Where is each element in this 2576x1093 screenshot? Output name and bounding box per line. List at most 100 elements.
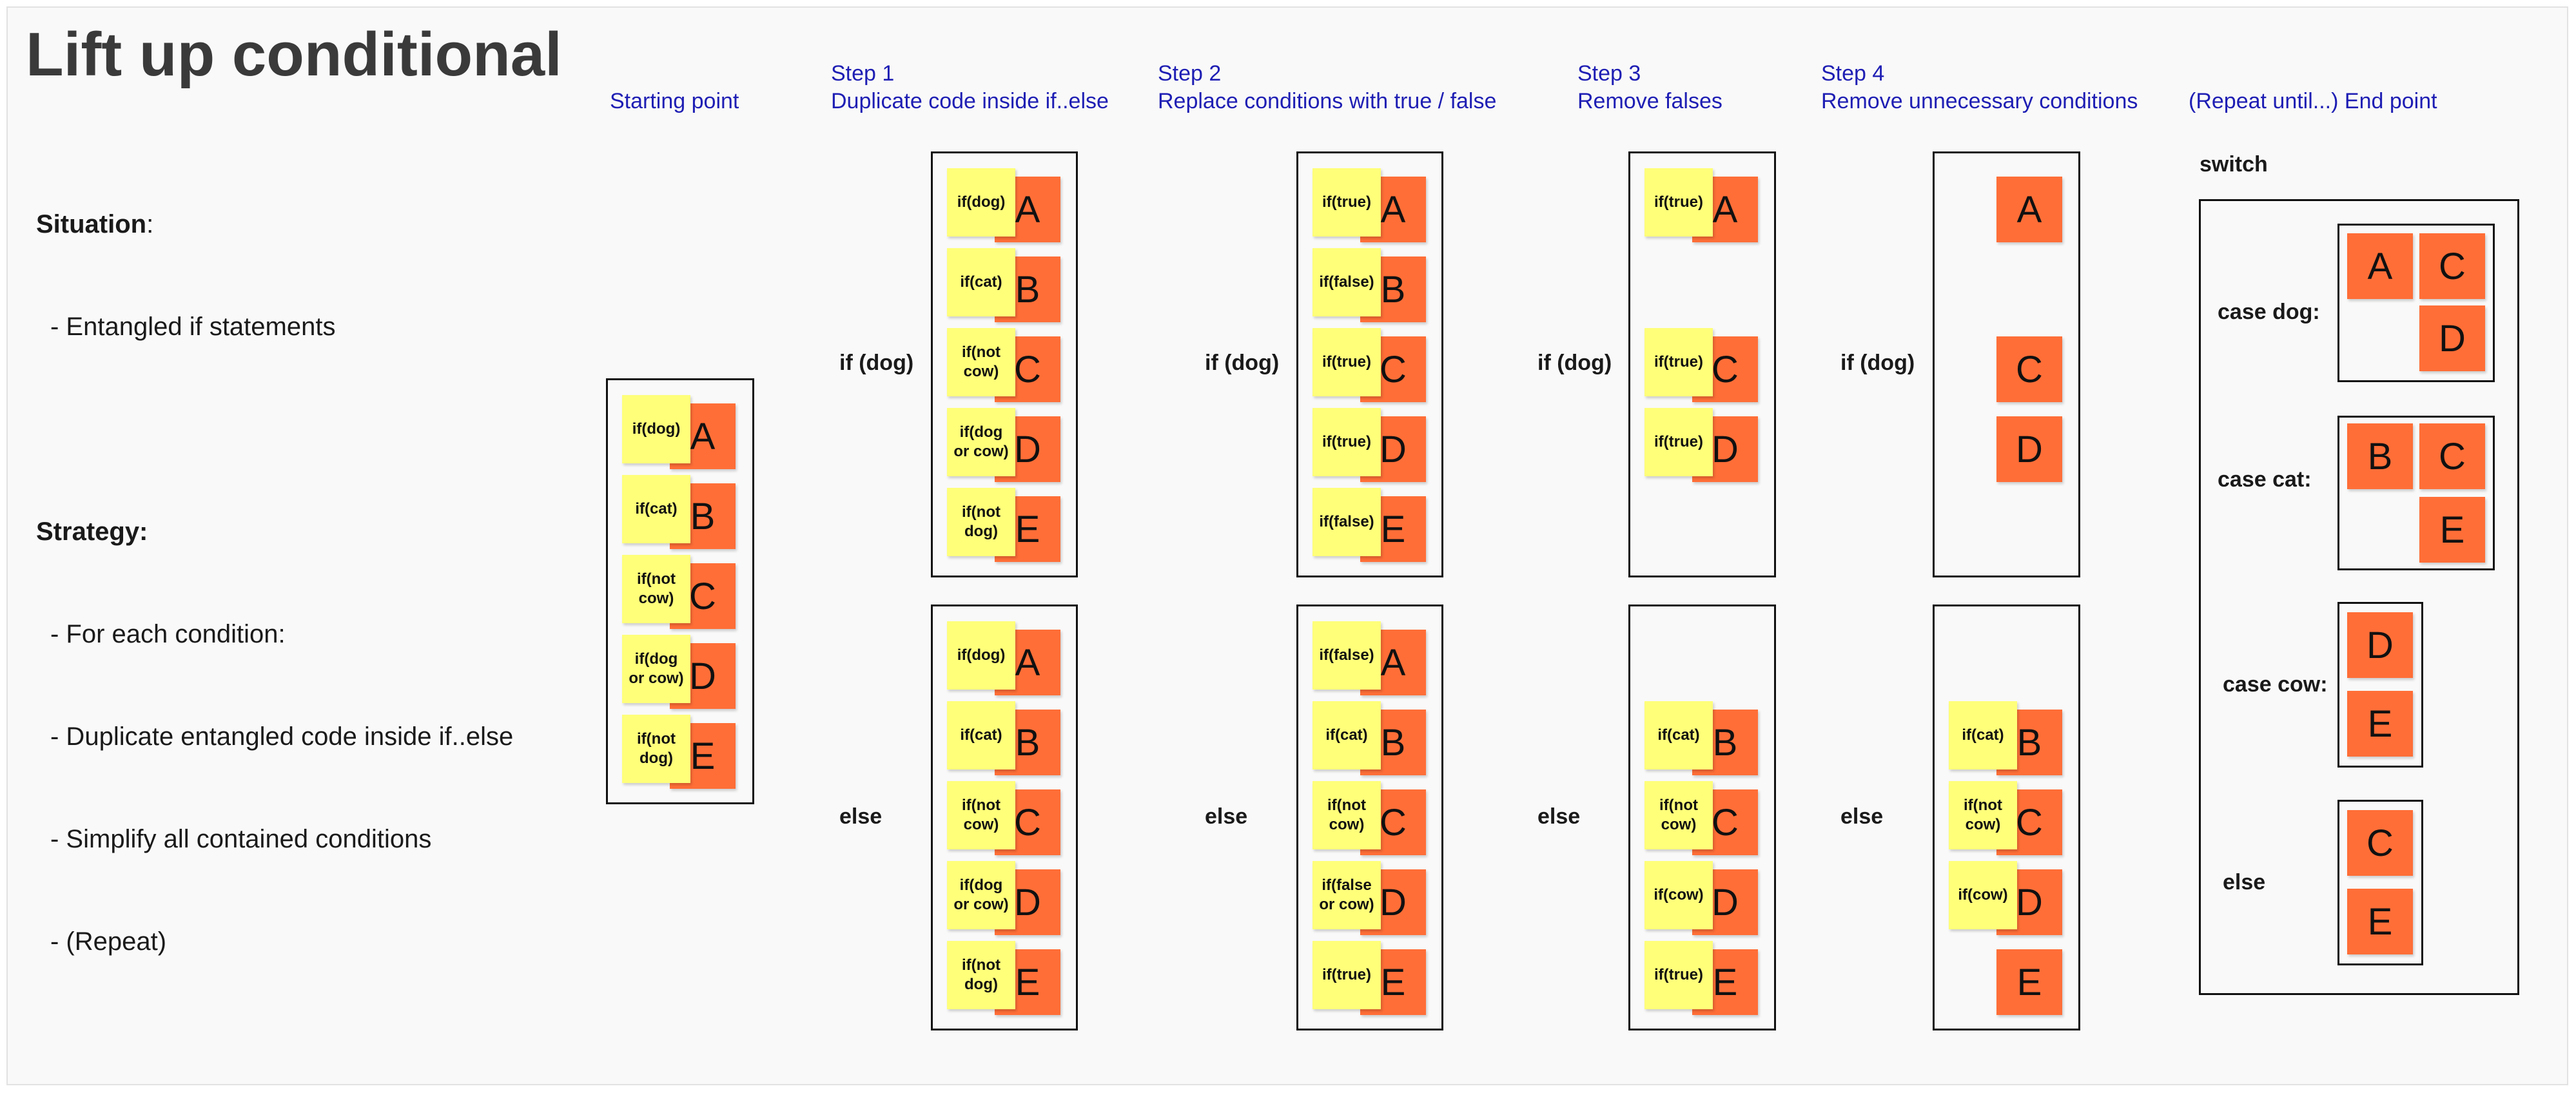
condition-sticky[interactable]: if(cat) — [947, 248, 1015, 316]
strategy-heading: Strategy: — [36, 517, 148, 546]
if-dog-label: if (dog) — [1205, 351, 1280, 375]
code-frame-step4-if — [1933, 151, 2080, 577]
code-frame-step4-else — [1933, 605, 2080, 1030]
condition-sticky[interactable]: if(not cow) — [947, 328, 1015, 396]
if-dog-label: if (dog) — [1840, 351, 1915, 375]
column-header-start: Starting point — [610, 88, 739, 115]
condition-sticky[interactable]: if(cow) — [1949, 861, 2017, 929]
condition-sticky[interactable]: if(false) — [1312, 488, 1381, 556]
board-title: Lift up conditional — [26, 20, 562, 89]
condition-sticky[interactable]: if(false or cow) — [1312, 861, 1381, 929]
condition-sticky[interactable]: if(not dog) — [622, 715, 690, 783]
condition-sticky[interactable]: if(true) — [1312, 328, 1381, 396]
spacer — [36, 412, 513, 447]
code-frame-step3-else — [1628, 605, 1776, 1030]
else-label: else — [1840, 804, 1884, 829]
condition-sticky[interactable]: if(cat) — [1644, 701, 1713, 769]
board-frame — [6, 6, 2568, 1085]
else-label: else — [839, 804, 883, 829]
switch-frame — [2199, 199, 2519, 995]
column-header-step1: Step 1 Duplicate code inside if..else — [831, 60, 1109, 115]
column-step: Step 3 — [1577, 61, 1641, 86]
code-sticky[interactable]: E — [1996, 949, 2062, 1015]
condition-sticky[interactable]: if(not dog) — [947, 941, 1015, 1009]
code-sticky[interactable]: B — [2347, 423, 2413, 489]
case-label-cat: case cat: — [2218, 467, 2312, 492]
condition-sticky[interactable]: if(true) — [1644, 941, 1713, 1009]
strategy-item: - (Repeat) — [50, 927, 167, 956]
case-frame-dog — [2337, 224, 2495, 382]
code-frame-step1-else — [931, 605, 1078, 1030]
condition-sticky[interactable]: if(true) — [1644, 408, 1713, 476]
condition-sticky[interactable]: if(not cow) — [622, 555, 690, 623]
code-sticky[interactable]: E — [2347, 691, 2413, 757]
code-sticky[interactable]: D — [2347, 612, 2413, 678]
code-sticky[interactable]: E — [2419, 497, 2485, 563]
condition-sticky[interactable]: if(false) — [1312, 621, 1381, 690]
condition-sticky[interactable]: if(true) — [1312, 408, 1381, 476]
strategy-item: - For each condition: — [50, 620, 286, 648]
code-sticky[interactable]: A — [1996, 177, 2062, 242]
column-caption: Starting point — [610, 89, 739, 113]
column-caption: Duplicate code inside if..else — [831, 89, 1109, 113]
condition-sticky[interactable]: if(false) — [1312, 248, 1381, 316]
condition-sticky[interactable]: if(dog) — [947, 168, 1015, 237]
else-label: else — [1537, 804, 1581, 829]
condition-sticky[interactable]: if(true) — [1312, 941, 1381, 1009]
case-label-cow: case cow: — [2223, 672, 2328, 697]
condition-sticky[interactable]: if(cat) — [947, 701, 1015, 769]
condition-sticky[interactable]: if(not cow) — [1949, 781, 2017, 849]
condition-sticky[interactable]: if(not cow) — [1644, 781, 1713, 849]
condition-sticky[interactable]: if(cat) — [1949, 701, 2017, 769]
condition-sticky[interactable]: if(dog) — [622, 395, 690, 463]
condition-sticky[interactable]: if(dog or cow) — [947, 861, 1015, 929]
situation-item: - Entangled if statements — [50, 313, 336, 341]
column-step: Step 4 — [1821, 61, 1885, 86]
case-label-dog: case dog: — [2218, 300, 2320, 324]
description: Situation: - Entangled if statements Str… — [36, 139, 513, 1027]
condition-sticky[interactable]: if(true) — [1312, 168, 1381, 237]
condition-sticky[interactable]: if(not cow) — [1312, 781, 1381, 849]
column-step: Step 1 — [831, 61, 895, 86]
code-sticky[interactable]: C — [2419, 233, 2485, 299]
code-sticky[interactable]: D — [1996, 416, 2062, 482]
strategy-item: - Simplify all contained conditions — [50, 825, 432, 853]
code-sticky[interactable]: A — [2347, 233, 2413, 299]
strategy-item: - Duplicate entangled code inside if..el… — [50, 722, 514, 751]
case-frame-else — [2337, 800, 2423, 965]
code-sticky[interactable]: C — [2347, 810, 2413, 876]
condition-sticky[interactable]: if(cow) — [1644, 861, 1713, 929]
column-header-step3: Step 3 Remove falses — [1577, 60, 1722, 115]
case-frame-cow — [2337, 602, 2423, 768]
condition-sticky[interactable]: if(cat) — [1312, 701, 1381, 769]
column-header-step2: Step 2 Replace conditions with true / fa… — [1158, 60, 1496, 115]
column-caption: Remove falses — [1577, 89, 1722, 113]
condition-sticky[interactable]: if(true) — [1644, 328, 1713, 396]
column-header-step4: Step 4 Remove unnecessary conditions — [1821, 60, 2138, 115]
case-frame-cat — [2337, 416, 2495, 570]
code-frame-step3-if — [1628, 151, 1776, 577]
condition-sticky[interactable]: if(dog or cow) — [622, 635, 690, 703]
switch-label: switch — [2200, 152, 2268, 177]
situation-heading-line: Situation: — [36, 208, 513, 242]
condition-sticky[interactable]: if(true) — [1644, 168, 1713, 237]
situation-heading: Situation — [36, 210, 147, 238]
code-frame-step2-if — [1296, 151, 1443, 577]
column-header-end: (Repeat until...) End point — [2189, 88, 2437, 115]
code-sticky[interactable]: E — [2347, 889, 2413, 954]
else-label: else — [1205, 804, 1248, 829]
code-sticky[interactable]: D — [2419, 305, 2485, 371]
code-sticky[interactable]: C — [1996, 336, 2062, 402]
code-sticky[interactable]: C — [2419, 423, 2485, 489]
condition-sticky[interactable]: if(not dog) — [947, 488, 1015, 556]
code-frame-step2-else — [1296, 605, 1443, 1030]
condition-sticky[interactable]: if(cat) — [622, 475, 690, 543]
code-frame-start — [606, 378, 754, 804]
if-dog-label: if (dog) — [1537, 351, 1612, 375]
condition-sticky[interactable]: if(dog) — [947, 621, 1015, 690]
column-caption: Replace conditions with true / false — [1158, 89, 1497, 113]
condition-sticky[interactable]: if(dog or cow) — [947, 408, 1015, 476]
case-label-else: else — [2223, 870, 2266, 895]
condition-sticky[interactable]: if(not cow) — [947, 781, 1015, 849]
if-dog-label: if (dog) — [839, 351, 914, 375]
